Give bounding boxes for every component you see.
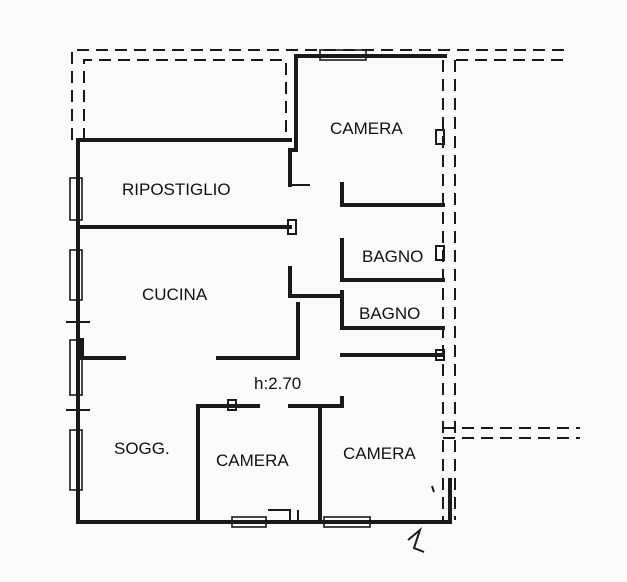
windows: [66, 49, 435, 553]
outer-walls: [76, 54, 452, 524]
room-label-camera-center: CAMERA: [216, 451, 289, 470]
balcony-door-ticks: [66, 321, 90, 411]
ceiling-height-label: h:2.70: [254, 374, 301, 393]
room-label-soggiorno: SOGG.: [114, 439, 170, 458]
room-label-camera-right: CAMERA: [343, 444, 416, 463]
window-camera-top: [319, 49, 367, 61]
room-label-bagno-upper: BAGNO: [362, 247, 423, 266]
window-camera-center: [231, 516, 267, 528]
interior-walls: [80, 129, 445, 520]
window-door-soggiorno: [69, 339, 83, 396]
edge-marks: [407, 485, 435, 553]
window-camera-right: [323, 516, 371, 528]
window-soggiorno: [69, 429, 83, 491]
room-label-ripostiglio: RIPOSTIGLIO: [122, 180, 231, 199]
room-label-bagno-lower: BAGNO: [359, 304, 420, 323]
window-ripostiglio: [69, 177, 83, 221]
window-cucina: [69, 249, 83, 301]
room-label-camera-top: CAMERA: [330, 119, 403, 138]
room-label-cucina: CUCINA: [142, 285, 208, 304]
